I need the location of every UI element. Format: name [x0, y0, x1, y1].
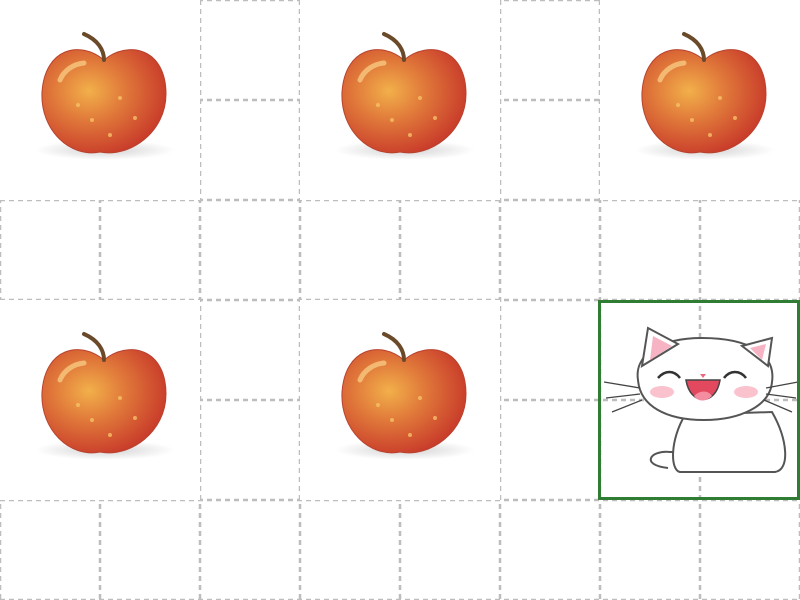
apple-item[interactable] — [600, 0, 800, 200]
player-cat[interactable] — [600, 300, 800, 500]
apple-icon — [635, 32, 775, 160]
apple-item[interactable] — [300, 0, 500, 200]
apple-icon — [35, 32, 175, 160]
apple-icon — [335, 332, 475, 460]
cat-icon — [603, 326, 799, 473]
apple-icon — [35, 332, 175, 460]
apple-item[interactable] — [0, 300, 200, 500]
apple-icon — [335, 32, 475, 160]
apple-item[interactable] — [300, 300, 500, 500]
player-highlight-frame — [598, 300, 800, 500]
apple-item[interactable] — [0, 0, 200, 200]
